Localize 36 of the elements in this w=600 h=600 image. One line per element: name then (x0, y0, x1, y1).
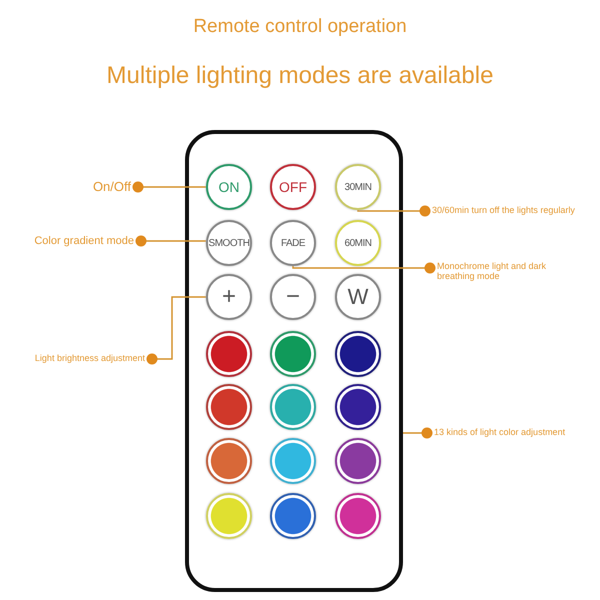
round-button: − (270, 274, 316, 320)
color-button (335, 331, 381, 377)
leader-line (403, 428, 432, 438)
color-button (206, 331, 252, 377)
color-button (335, 384, 381, 430)
round-button: W (335, 274, 381, 320)
leader-line (146, 296, 206, 364)
color-button (270, 493, 316, 539)
leader-line (292, 262, 436, 274)
leader-line (136, 236, 206, 246)
color-button (206, 493, 252, 539)
remote-body (185, 130, 403, 592)
color-button (206, 438, 252, 484)
title: Remote control operation (192, 16, 408, 38)
color-button (270, 384, 316, 430)
callout-text: Light brightness adjustment (34, 354, 145, 364)
color-button (335, 438, 381, 484)
round-button: 30MIN (335, 164, 381, 210)
color-button (335, 493, 381, 539)
round-button: FADE (270, 220, 316, 266)
color-button (270, 331, 316, 377)
round-button: OFF (270, 164, 316, 210)
callout-text: 13 kinds of light color adjustment (434, 428, 566, 438)
leader-line (357, 206, 430, 216)
leader-line (132, 182, 206, 192)
round-button: SMOOTH (206, 220, 252, 266)
callout-text: Monochrome light and dark breathing mode (437, 262, 567, 282)
round-button: + (206, 274, 252, 320)
round-button: ON (206, 164, 252, 210)
callout-text: On/Off (92, 180, 131, 194)
callout-text: Color gradient mode (34, 235, 134, 248)
callout-text: 30/60min turn off the lights regularly (432, 206, 575, 216)
color-button (206, 384, 252, 430)
subtitle: Multiple lighting modes are available (106, 62, 494, 90)
color-button (270, 438, 316, 484)
round-button: 60MIN (335, 220, 381, 266)
